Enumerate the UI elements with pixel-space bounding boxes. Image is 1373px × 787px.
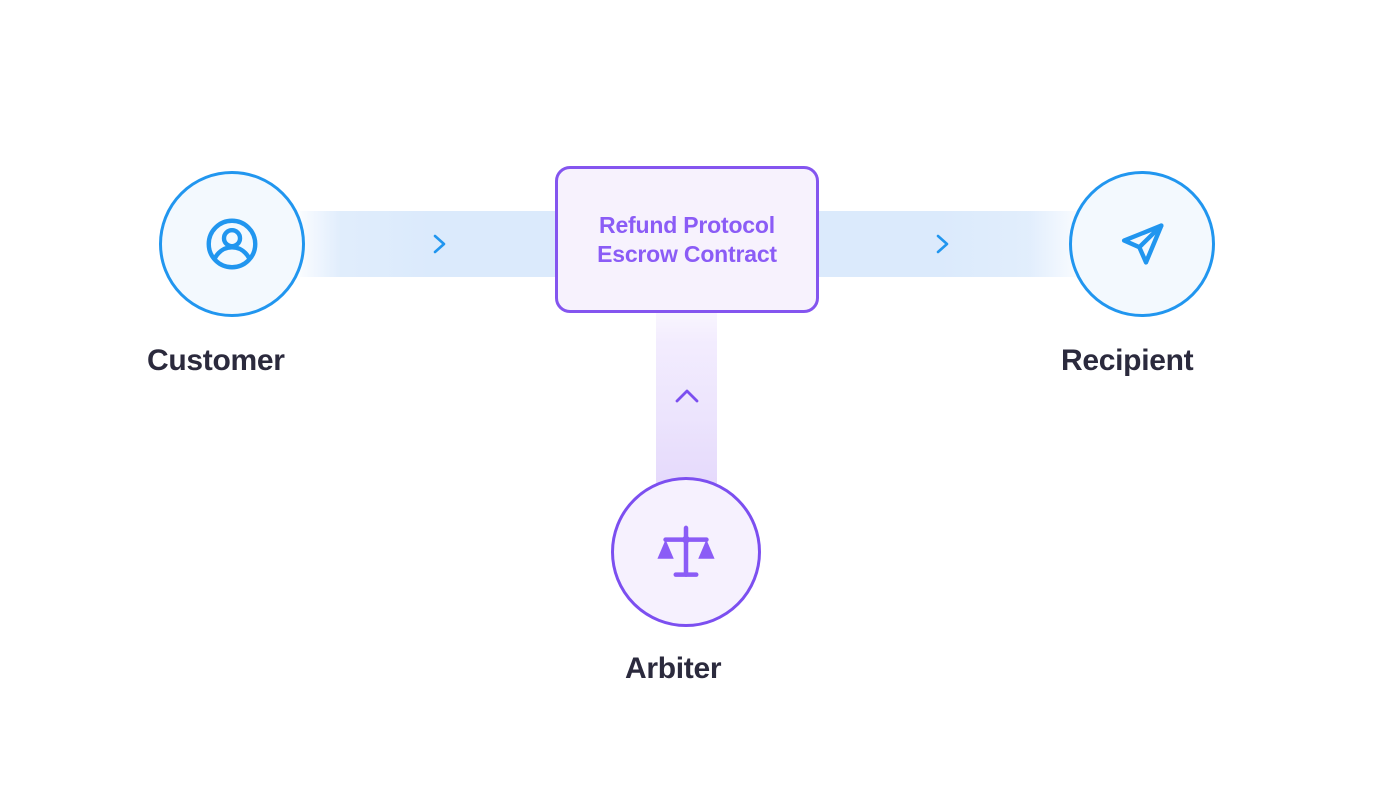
connector-contract-to-recipient (783, 211, 1083, 277)
chevron-right-icon (433, 234, 446, 254)
node-customer[interactable] (159, 171, 305, 317)
escrow-contract-box[interactable]: Refund Protocol Escrow Contract (555, 166, 819, 313)
chevron-right-icon (936, 234, 949, 254)
node-label-recipient: Recipient (1061, 344, 1194, 377)
send-plane-icon (1121, 223, 1164, 265)
chevron-up-icon (675, 389, 699, 403)
node-arbiter[interactable] (611, 477, 761, 627)
node-label-customer: Customer (147, 344, 285, 377)
node-label-arbiter: Arbiter (625, 652, 722, 685)
user-circle-icon (206, 218, 258, 270)
escrow-contract-label: Refund Protocol Escrow Contract (597, 212, 777, 267)
connector-arbiter-to-contract (656, 300, 717, 495)
scales-balance-icon (657, 525, 715, 577)
node-recipient[interactable] (1069, 171, 1215, 317)
